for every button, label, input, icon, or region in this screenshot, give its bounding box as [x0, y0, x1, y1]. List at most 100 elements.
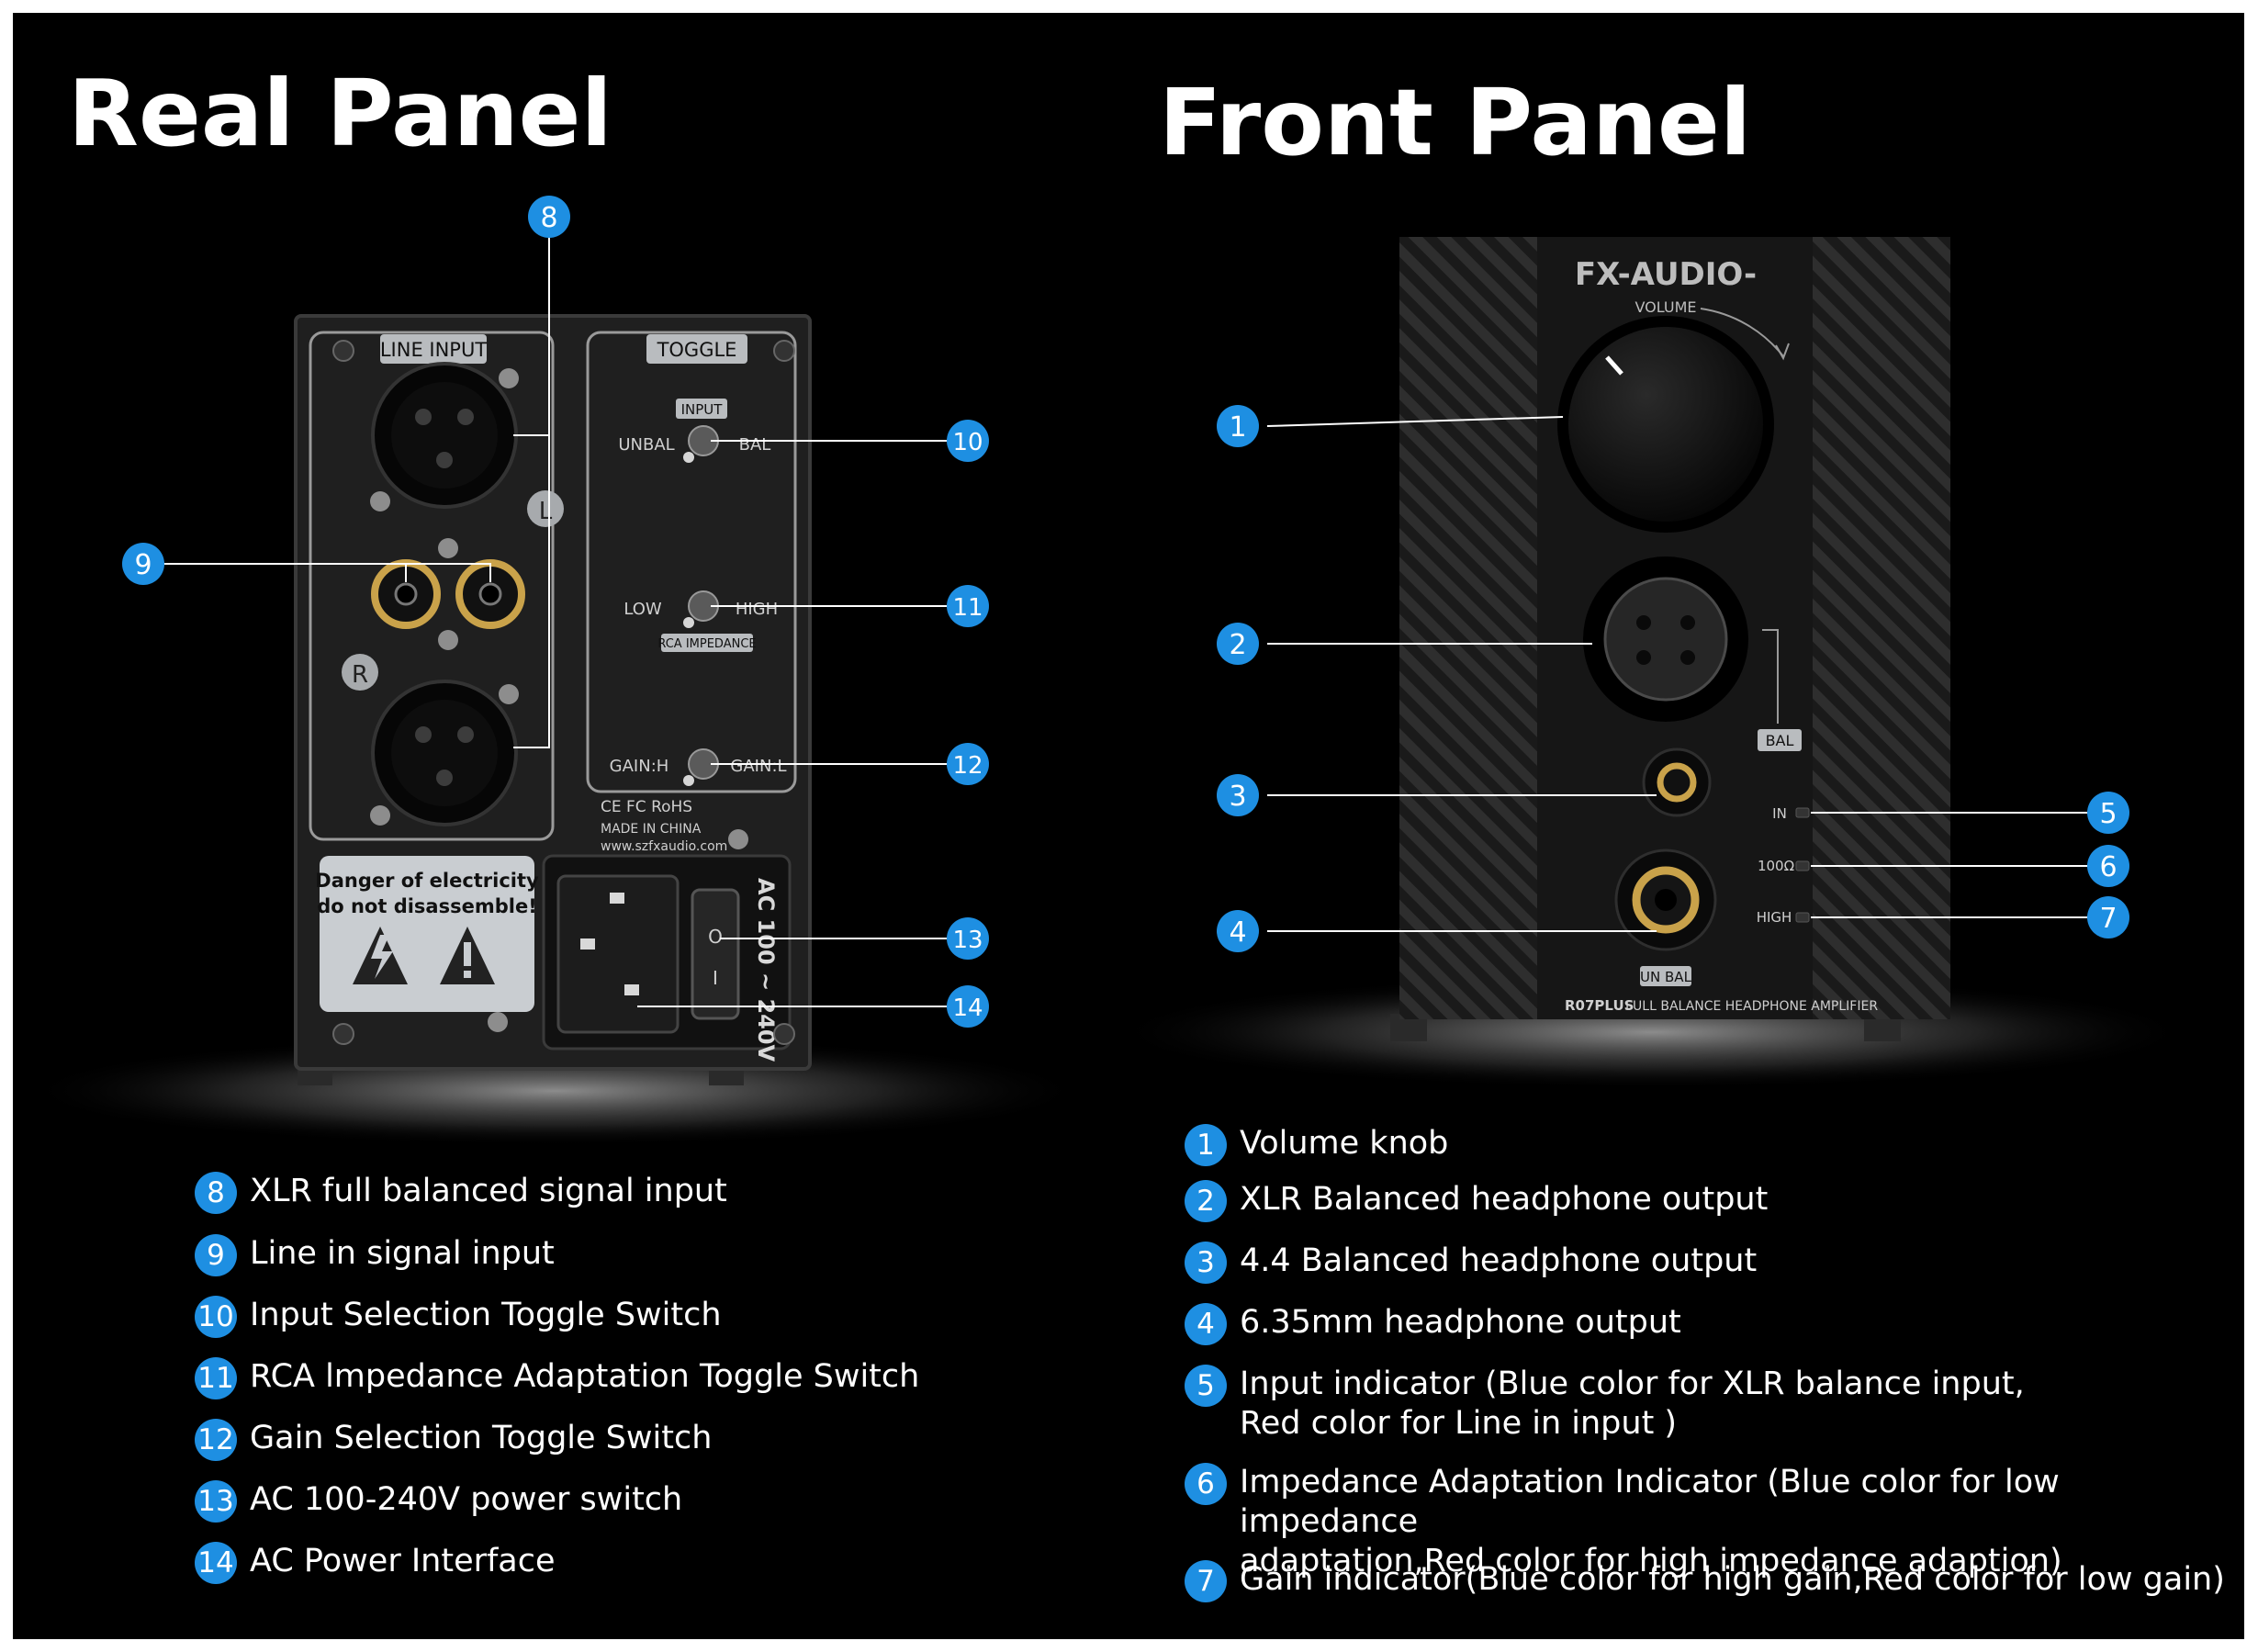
model-label: R07PLUS: [1565, 997, 1634, 1014]
xlr-headphone-output[interactable]: [1603, 577, 1728, 702]
indicator-impedance-label: 100Ω: [1758, 858, 1794, 874]
low-label: LOW: [623, 600, 662, 619]
input-group-label: INPUT: [681, 401, 724, 418]
rear-callout-badges: 8 9 10 11 12 13: [122, 196, 989, 1028]
callout-number: 9: [134, 549, 152, 581]
legend-text: Gain indicator(Blue color for high gain,…: [1240, 1561, 2225, 1598]
xlr-pin: [457, 726, 474, 743]
callout-number: 12: [952, 752, 983, 780]
legend-badge: 6: [1185, 1463, 1227, 1505]
legend-badge: 9: [195, 1234, 237, 1276]
callout-number: 7: [2099, 903, 2117, 935]
right-channel-label: R: [352, 661, 368, 689]
headphone-6-35-hole: [1655, 889, 1677, 911]
rca-impedance-box: [661, 634, 753, 652]
volume-knob-indicator: [1605, 355, 1623, 376]
line-input-label: LINE INPUT: [380, 339, 487, 361]
callout-number: 10: [952, 429, 983, 456]
callout-number: 4: [1229, 916, 1246, 949]
volume-arrow-icon: [1775, 343, 1790, 361]
screw-icon: [728, 829, 748, 849]
unbal-label-box: [1640, 966, 1691, 986]
warning-line-1: Danger of electricity: [315, 870, 539, 892]
unbal-label: UN BAL: [1640, 969, 1692, 985]
legend-text: Input Selection Toggle Switch: [250, 1297, 722, 1333]
gain-h-label: GAIN:H: [610, 757, 669, 776]
legend-text: Volume knob: [1240, 1125, 1449, 1162]
impedance-indicator-led: [1795, 860, 1810, 871]
callout-badge-14: 14: [947, 985, 989, 1028]
screw-icon: [438, 630, 458, 650]
legend-text: 4.4 Balanced headphone output: [1240, 1242, 1758, 1279]
callout-number: 1: [1229, 411, 1246, 444]
callout-number: 6: [2099, 851, 2117, 883]
indicator-in-label: IN: [1772, 805, 1787, 822]
power-rocker-switch[interactable]: [691, 888, 740, 1020]
legend-badge: 1: [1185, 1124, 1227, 1166]
front-panel-title: Front Panel: [1159, 69, 1752, 176]
legend-item-13: 13 AC 100-240V power switch: [195, 1480, 682, 1523]
switch-off-mark: I: [713, 967, 718, 989]
legend-badge: 7: [1185, 1560, 1227, 1602]
xlr-pin: [415, 409, 432, 425]
website-label: www.szfxaudio.com: [601, 839, 727, 854]
legend-badge: 10: [195, 1296, 237, 1338]
toggle-lever: [683, 775, 694, 786]
leader-line-9: [156, 563, 491, 582]
legend-item-14: 14 AC Power Interface: [195, 1542, 556, 1584]
callout-badge-8: 8: [528, 196, 570, 238]
switch-on-mark: O: [708, 926, 723, 948]
callout-badge-7: 7: [2087, 896, 2129, 938]
screw-icon: [370, 805, 390, 826]
callout-number: 5: [2099, 798, 2117, 830]
rear-panel-title: Real Panel: [68, 60, 612, 167]
callout-number: 11: [952, 594, 983, 622]
callout-badge-13: 13: [947, 917, 989, 960]
legend-text: Line in signal input: [250, 1235, 555, 1272]
rear-legend: 8 XLR full balanced signal input 9 Line …: [195, 13, 1021, 1639]
legend-badge: 11: [195, 1357, 237, 1399]
legend-badge: 14: [195, 1542, 237, 1584]
front-callout-lines: [1266, 416, 2101, 932]
bal-label: BAL: [1766, 732, 1794, 749]
screw-icon: [332, 340, 354, 362]
rear-callout-lines: [156, 217, 960, 1007]
rca-impedance-label: RCA IMPEDANCE: [657, 637, 756, 651]
socket-pin: [624, 984, 639, 995]
legend-item-7: 7 Gain indicator(Blue color for high gai…: [1185, 1560, 2225, 1602]
legend-text: AC Power Interface: [250, 1543, 556, 1579]
high-label: HIGH: [736, 600, 778, 619]
legend-badge: 12: [195, 1419, 237, 1461]
front-device: FX-AUDIO- VOLUME BAL UN BAL IN: [1110, 237, 2194, 1089]
brand-logo: FX-AUDIO-: [1575, 256, 1757, 293]
callout-number: 14: [952, 995, 983, 1022]
warning-line-2: do not disassemble!: [317, 895, 537, 917]
legend-badge: 5: [1185, 1365, 1227, 1407]
rca-pin: [394, 582, 418, 606]
socket-pin: [580, 938, 595, 950]
callout-badge-2: 2: [1217, 623, 1259, 665]
screw-icon: [773, 340, 795, 362]
rear-floor-glow: [22, 1036, 1087, 1146]
volume-label: VOLUME: [1635, 298, 1697, 316]
gain-indicator-led: [1795, 912, 1810, 923]
screw-icon: [773, 1023, 795, 1045]
legend-item-12: 12 Gain Selection Toggle Switch: [195, 1419, 712, 1461]
ac-power-socket[interactable]: [556, 874, 680, 1034]
screw-icon: [488, 1012, 508, 1032]
volume-knob[interactable]: [1568, 327, 1763, 522]
right-channel-badge: [342, 654, 378, 691]
callout-badge-6: 6: [2087, 845, 2129, 887]
volume-arc: [1700, 308, 1784, 357]
gain-l-label: GAIN:L: [730, 757, 786, 776]
legend-item-8: 8 XLR full balanced signal input: [195, 1172, 727, 1214]
callout-badge-10: 10: [947, 420, 989, 462]
legend-item-4: 4 6.35mm headphone output: [1185, 1303, 1681, 1345]
legend-text: XLR full balanced signal input: [250, 1173, 727, 1209]
legend-text: RCA lmpedance Adaptation Toggle Switch: [250, 1358, 920, 1395]
front-callout-badges: 1 2 3 4 5 6 7: [1217, 405, 2129, 952]
legend-badge: 2: [1185, 1180, 1227, 1222]
xlr-pin: [1636, 615, 1651, 630]
product-description: FULL BALANCE HEADPHONE AMPLIFIER: [1625, 999, 1878, 1014]
bal-bracket: [1762, 629, 1779, 724]
